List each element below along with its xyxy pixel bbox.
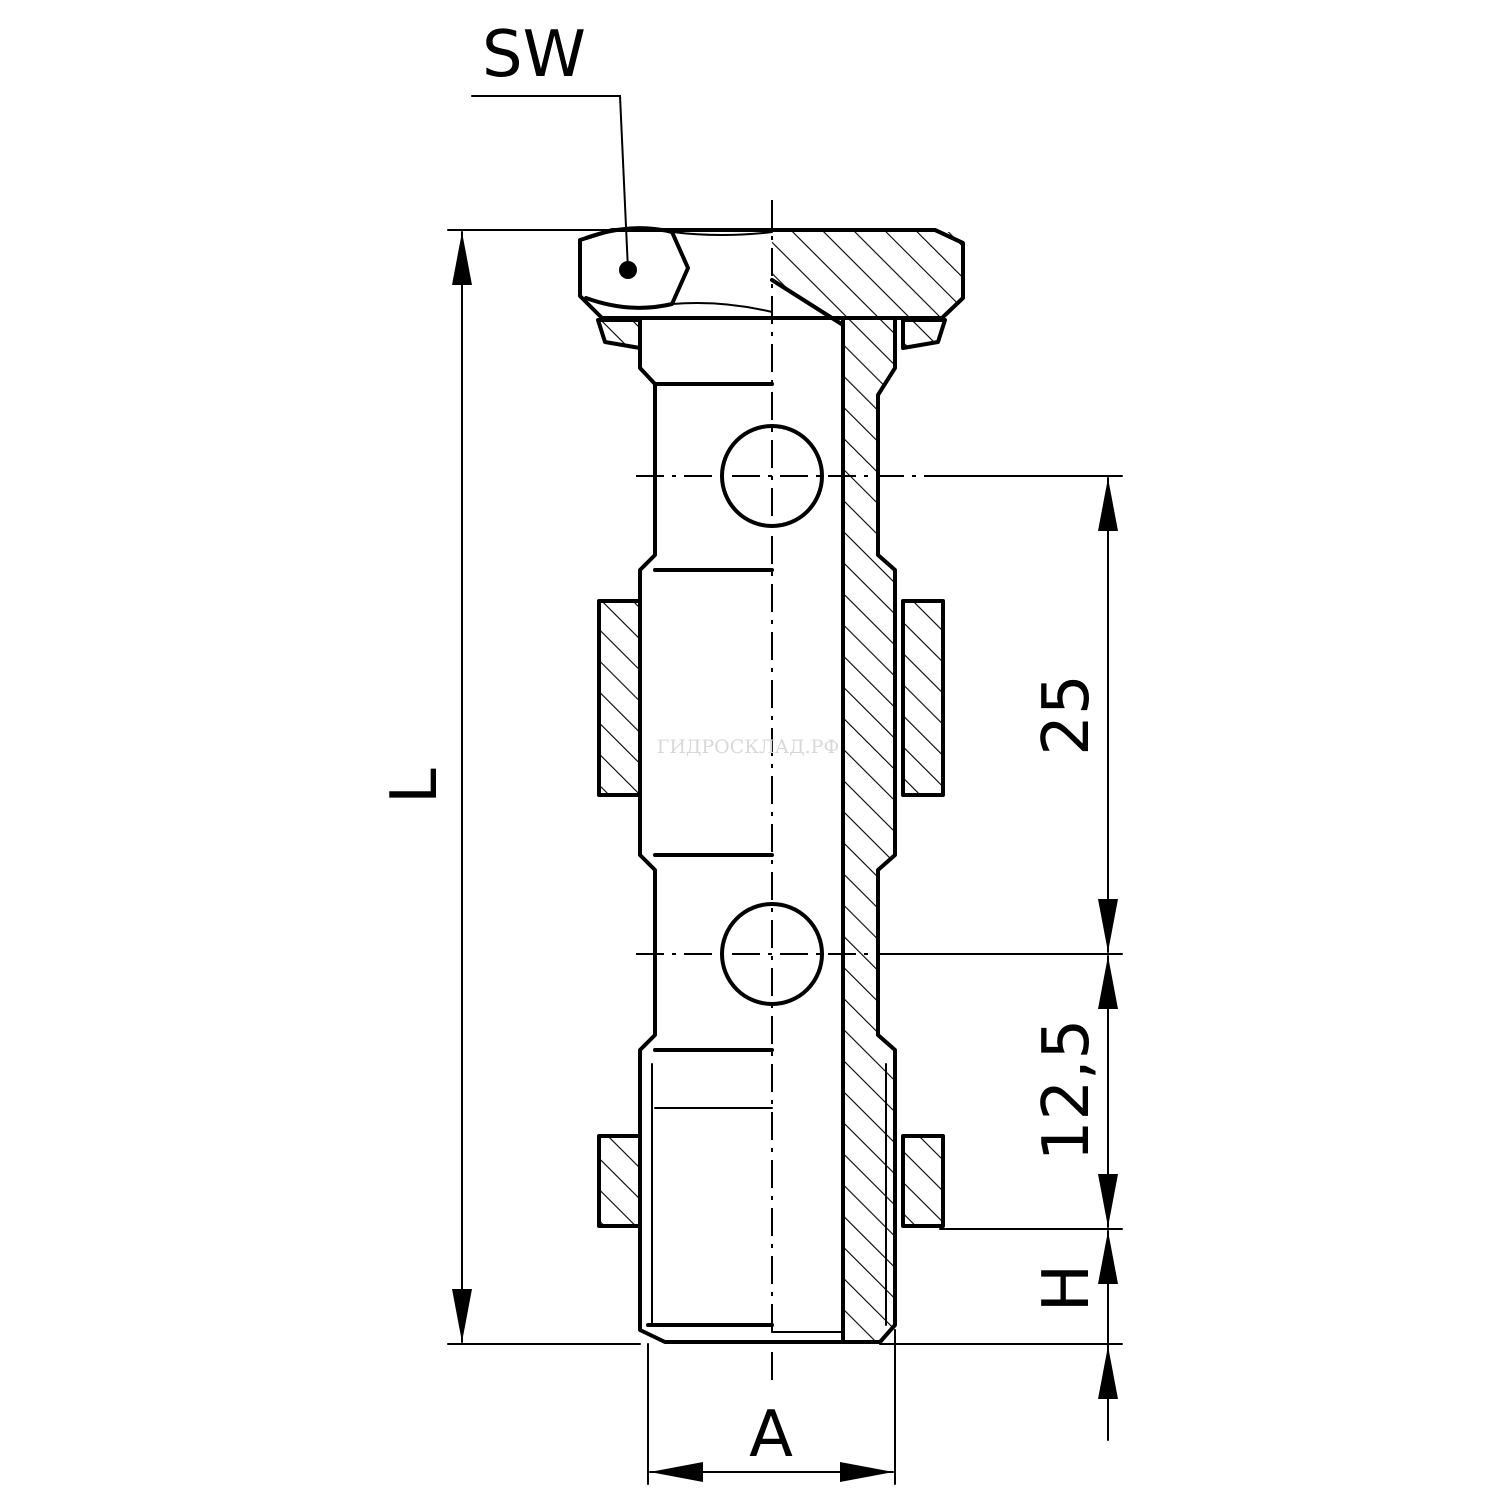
height-label: H [1030,1264,1104,1312]
sw-label: SW [482,18,586,92]
pitch-label: 25 [1030,674,1104,755]
length-label: L [378,768,452,804]
thread-dimension [647,1329,896,1485]
pitch-dimension [899,475,1123,955]
height-dimension [879,1230,1123,1441]
offset-dimension [939,955,1123,1230]
ring-seals [597,599,945,1228]
sw-leader [471,95,637,279]
section-hatching [598,232,963,1342]
watermark: ГИДРОСКЛАД.РФ [657,736,840,758]
length-dimension [447,229,641,1345]
thread-label: A [749,1398,793,1472]
offset-label: 12,5 [1030,1019,1104,1162]
